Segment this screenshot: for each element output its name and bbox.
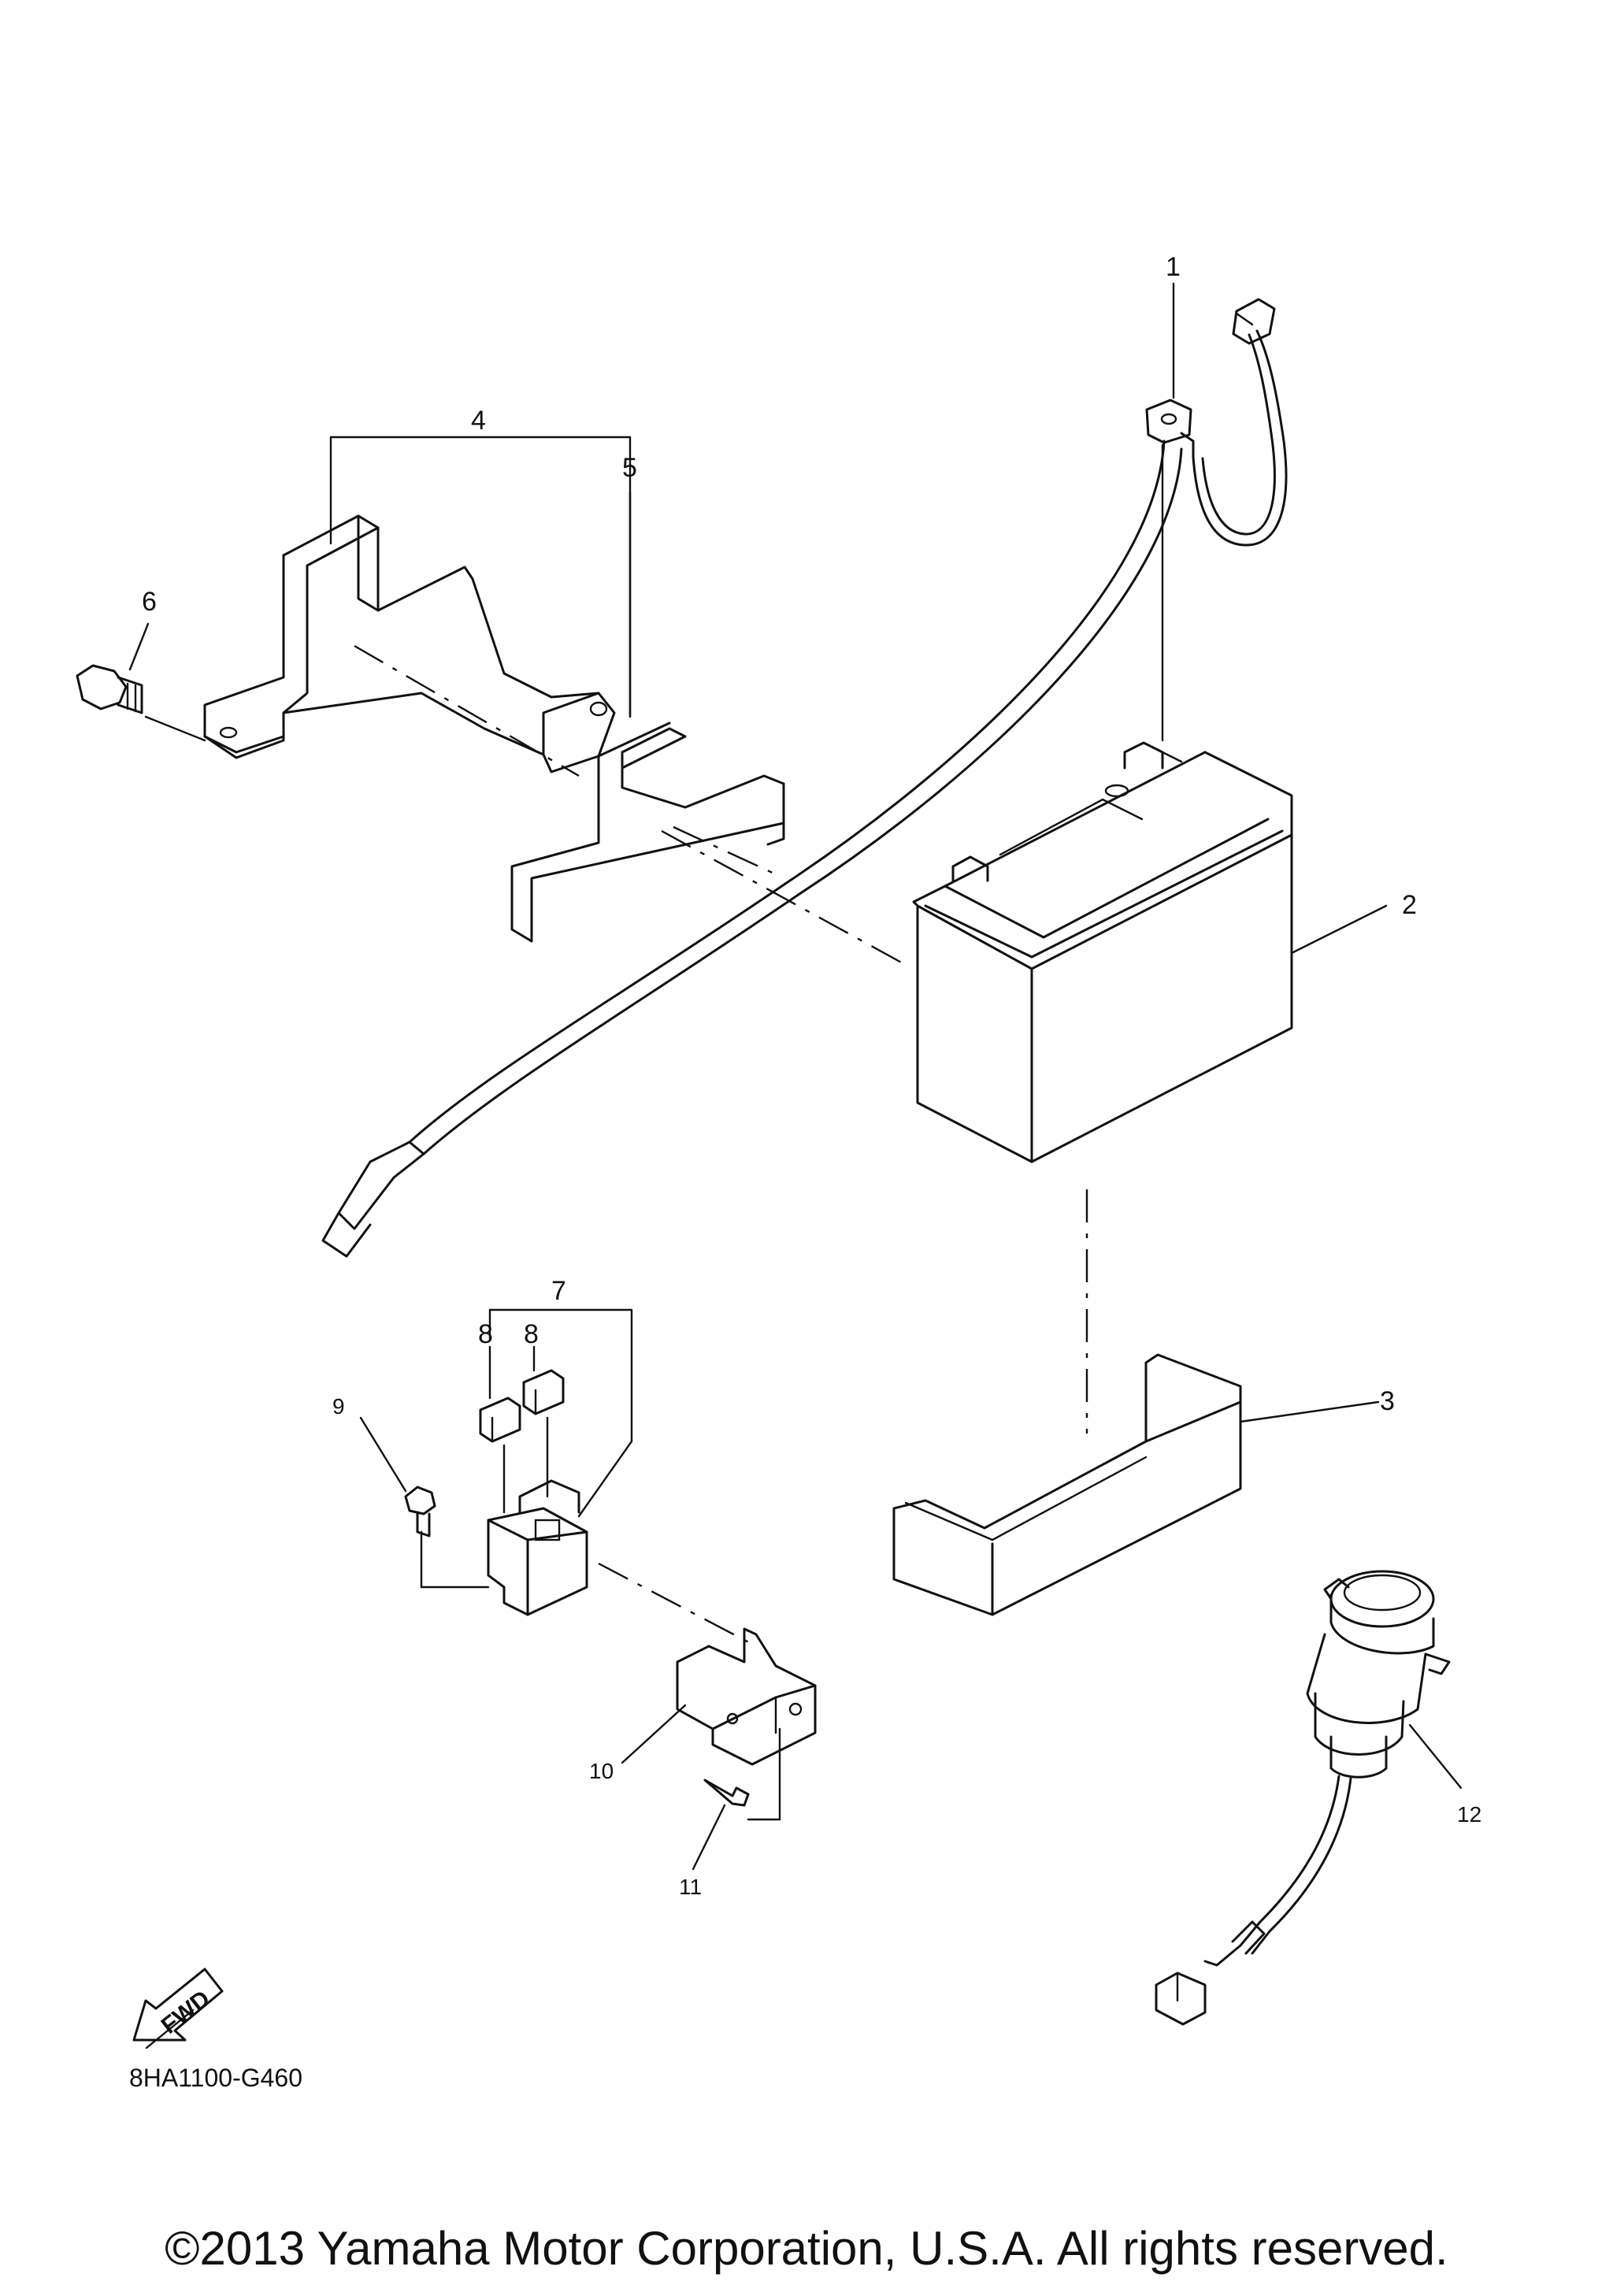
fwd-direction-arrow: FWD — [132, 1968, 224, 2049]
copyright-notice: ©2013 Yamaha Motor Corporation, U.S.A. A… — [165, 2222, 1448, 2275]
part-2-battery — [912, 741, 1388, 1163]
callout-2: 2 — [1402, 890, 1417, 920]
callout-11: 11 — [679, 1875, 702, 1899]
part-1-battery-lead — [321, 298, 1288, 1258]
part-10-relay-bracket — [621, 1627, 817, 1821]
callout-8a: 8 — [478, 1319, 493, 1349]
callout-10: 10 — [589, 1759, 614, 1783]
callout-7: 7 — [551, 1276, 566, 1306]
part-12-dc-socket — [1155, 1570, 1463, 2026]
callout-12: 12 — [1457, 1802, 1481, 1827]
callout-9: 9 — [332, 1394, 345, 1419]
part-5-bracket — [510, 491, 785, 943]
callout-3: 3 — [1380, 1386, 1395, 1416]
callout-numbers: 1 2 3 4 5 6 7 8 8 9 10 11 12 — [142, 252, 1481, 1899]
callout-8b: 8 — [524, 1319, 539, 1349]
part-6-bolt — [76, 622, 206, 742]
part-4-bracket — [203, 436, 907, 966]
callout-4: 4 — [471, 406, 486, 436]
fwd-label: FWD — [157, 1986, 215, 2039]
part-7-relay-assembly — [420, 1308, 757, 1648]
callout-5: 5 — [622, 453, 637, 483]
callout-6: 6 — [142, 587, 157, 617]
part-3-battery-band — [892, 1189, 1380, 1616]
part-11-rivet — [692, 1779, 750, 1871]
callout-1: 1 — [1166, 252, 1181, 282]
diagram-code: 8HA1100-G460 — [129, 2064, 302, 2092]
part-9-screw — [359, 1416, 436, 1537]
